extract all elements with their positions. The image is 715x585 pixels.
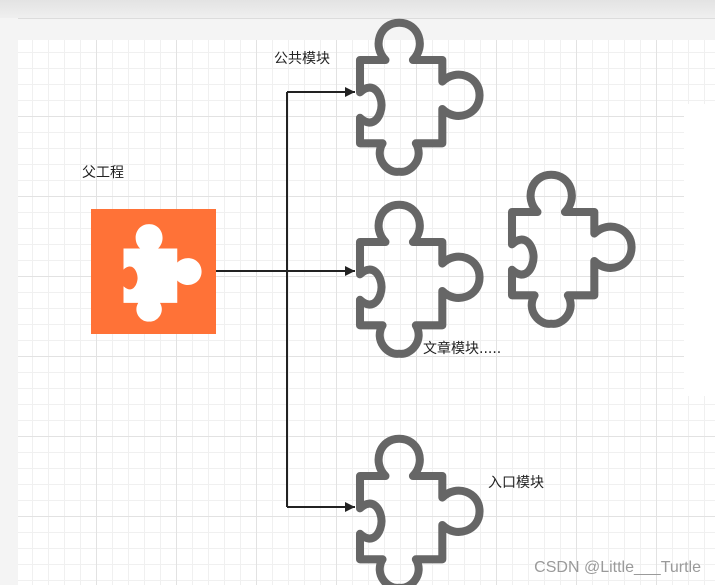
connectors xyxy=(216,87,355,512)
parent-project-node[interactable] xyxy=(91,209,216,334)
parent-project-label: 父工程 xyxy=(82,165,124,181)
article-module-label: 文章模块..... xyxy=(423,341,502,357)
entry-module-piece-icon[interactable] xyxy=(360,439,480,585)
extra-module-piece-icon[interactable] xyxy=(512,175,632,324)
common-module-label: 公共模块 xyxy=(274,51,330,67)
entry-module-label: 入口模块 xyxy=(488,475,544,491)
left-margin-strip xyxy=(0,18,18,585)
common-module-piece-icon[interactable] xyxy=(360,23,480,172)
top-toolbar-strip xyxy=(0,0,715,19)
article-module-piece-icon[interactable] xyxy=(360,205,480,354)
csdn-watermark: CSDN @Little___Turtle xyxy=(534,559,701,576)
canvas-overlay-patch xyxy=(684,104,715,396)
